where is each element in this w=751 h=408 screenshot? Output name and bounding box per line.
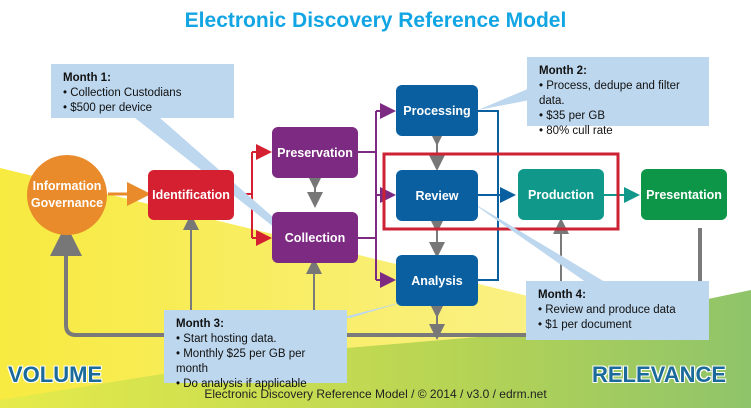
callout-month3-item: • Start hosting data. [176,333,277,345]
callout-month2-head: Month 2: [539,65,587,77]
node-preservation[interactable]: Preservation [272,127,358,178]
node-collection[interactable]: Collection [272,212,358,263]
governance-line2: Governance [30,196,104,210]
callout-month1: Month 1: • Collection Custodians • $500 … [51,64,234,118]
callout-month4-item: • Review and produce data [538,304,676,316]
relevance-label: RELEVANCE [592,362,727,387]
node-analysis[interactable]: Analysis [396,255,478,306]
review-production-highlight [382,152,620,231]
callout-month2-item: • $35 per GB [539,110,606,122]
node-production[interactable]: Production [518,169,604,220]
callout-month1-item: • Collection Custodians [63,87,182,99]
callout-month1-item: • $500 per device [63,102,153,114]
page-title: Electronic Discovery Reference Model [184,9,567,32]
callout-month3-item: • Do analysis if applicable [176,378,307,390]
callout-month4-head: Month 4: [538,289,586,301]
callout-month3: Month 3: • Start hosting data. • Monthly… [164,310,347,390]
node-presentation[interactable]: Presentation [641,169,727,220]
volume-label: VOLUME [8,362,103,387]
node-processing[interactable]: Processing [396,85,478,136]
callout-month4: Month 4: • Review and produce data • $1 … [526,281,709,340]
callout-month4-item: • $1 per document [538,319,632,331]
callout-month3-item: • Monthly $25 per GB per month [176,348,306,375]
node-review[interactable]: Review [396,170,478,221]
callout-month1-head: Month 1: [63,72,111,84]
callout-month2-item: • Process, dedupe and filter data. [539,80,680,107]
node-identification[interactable]: Identification [148,170,234,220]
footer-credit: Electronic Discovery Reference Model / ©… [204,387,547,401]
callout-month2-item: • 80% cull rate [539,125,613,137]
callout-month3-head: Month 3: [176,318,224,330]
callout-month2: Month 2: • Process, dedupe and filter da… [527,57,709,137]
governance-line1: Information [32,179,102,193]
